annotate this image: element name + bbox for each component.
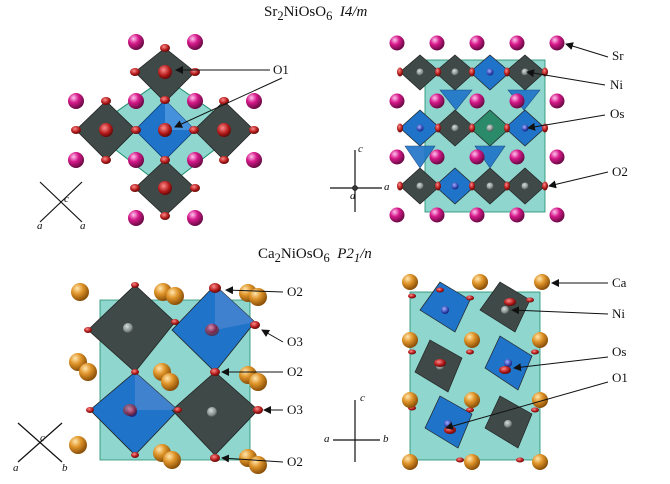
label-o3-a: O3 [287,334,303,349]
axis-a2-top-left: a [80,220,86,232]
axes-top-right [330,150,382,212]
panel-bottom-left [69,282,284,474]
panel-top-left [68,34,283,226]
sr-atoms [68,34,262,226]
axis-a2-top-right: a [384,181,390,193]
axis-c-bottom-left: c [40,432,45,444]
label-sr: Sr [612,48,624,63]
axis-b-bottom-right: b [383,433,389,445]
axis-b-bottom-left: b [62,462,68,474]
axes-bottom-left [17,422,63,463]
axis-c-top-right: c [358,143,363,155]
label-o2-c: O2 [287,454,303,469]
label-os-bottom: Os [612,344,627,359]
axis-a-bottom-right: a [324,433,330,445]
center-atoms [99,65,231,195]
label-o1-bottom: O1 [612,370,628,385]
axes-bottom-right [333,400,380,462]
bottom-title: Ca2NiOsO6 P21/n [258,246,372,265]
label-o2-a: O2 [287,284,303,299]
label-o2-top: O2 [612,164,628,179]
top-title: Sr2NiOsO6 I4/m [264,4,368,23]
axes-top-left [39,181,83,223]
axis-a1-top-right: a [350,190,356,202]
panel-top-right [389,35,609,223]
label-ni-bottom: Ni [612,306,625,321]
label-ni-top: Ni [610,77,623,92]
axis-c-top-left: c [64,193,69,205]
top-space-group: I4/m [339,4,368,20]
label-o1-top-left: O1 [273,62,289,77]
label-o3-b: O3 [287,402,303,417]
axis-c-bottom-right: c [360,392,365,404]
axis-a1-top-left: a [37,220,43,232]
panel-bottom-right [402,274,609,470]
label-o2-b: O2 [287,364,303,379]
axis-a-bottom-left: a [13,462,19,474]
label-ca: Ca [612,275,627,290]
label-os-top: Os [610,106,625,121]
